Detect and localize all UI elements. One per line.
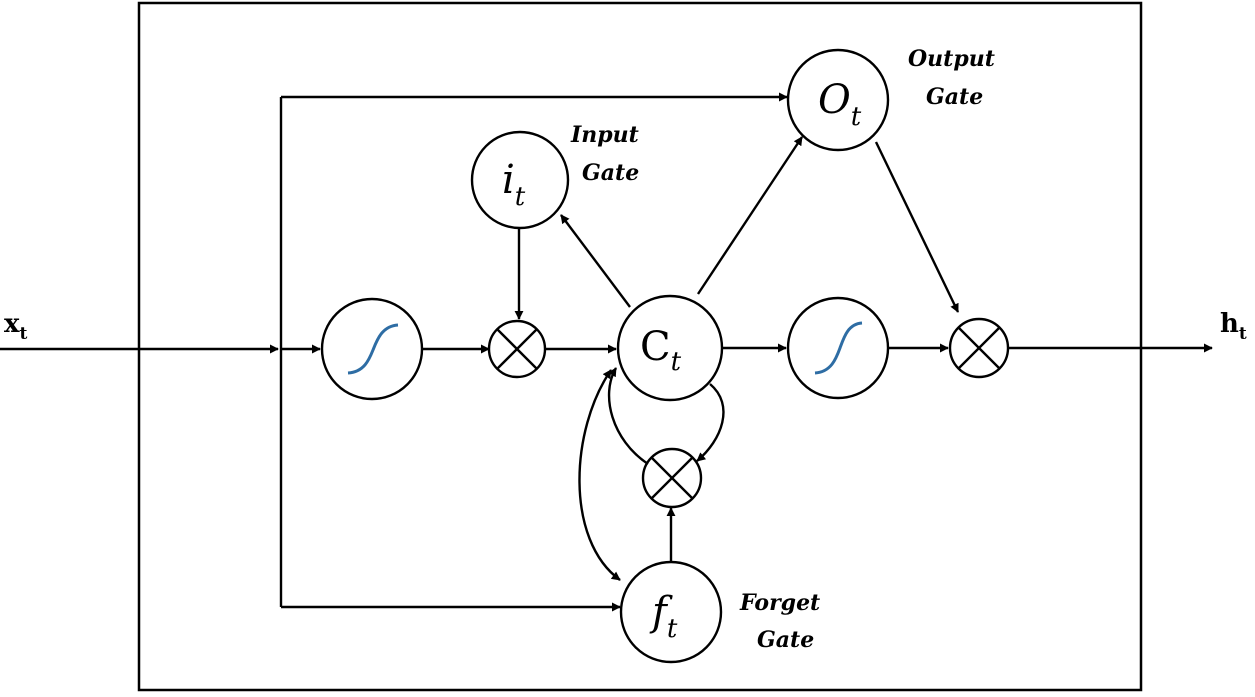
output-gate-label: Output Gate: [908, 46, 995, 110]
sigmoid-curve-icon: [814, 321, 863, 375]
forget-gate-node: ft: [619, 560, 723, 664]
input-gate-node: it: [470, 130, 570, 230]
cell-frame: [137, 1, 1143, 692]
sigmoid-node-1: [320, 297, 424, 401]
output-gate-symbol: Ot: [818, 77, 862, 132]
input-gate-symbol: it: [502, 157, 526, 212]
cell-state-symbol: Ct: [640, 324, 682, 377]
output-gate-label-line2: Gate: [926, 84, 983, 110]
cell-state-node: Ct: [616, 294, 724, 402]
multiply-node-2: [641, 447, 703, 509]
sigmoid-curve-icon: [347, 323, 399, 375]
input-gate-label-line1: Input: [570, 122, 639, 148]
output-h-label: ht: [1220, 309, 1247, 344]
forget-gate-label: Forget Gate: [739, 590, 820, 653]
sigmoid-node-2: [786, 296, 890, 400]
input-x-label: xt: [4, 309, 28, 344]
cell-to-output-gate: [696, 136, 804, 295]
multiply-node-3: [948, 317, 1010, 379]
input-gate-label-line2: Gate: [582, 160, 639, 186]
forget-gate-label-line1: Forget: [739, 590, 820, 616]
input-gate-label: Input Gate: [570, 122, 639, 186]
output-gate-to-mult3: [874, 141, 960, 313]
cell-forget-link: [578, 369, 621, 581]
output-gate-label-line1: Output: [908, 46, 995, 72]
cell-to-input-gate: [560, 214, 631, 308]
cell-to-mult2-loop: [696, 383, 725, 462]
output-gate-node: Ot: [786, 48, 890, 152]
multiply-node-1: [487, 319, 547, 379]
forget-gate-label-line2: Gate: [757, 627, 814, 653]
